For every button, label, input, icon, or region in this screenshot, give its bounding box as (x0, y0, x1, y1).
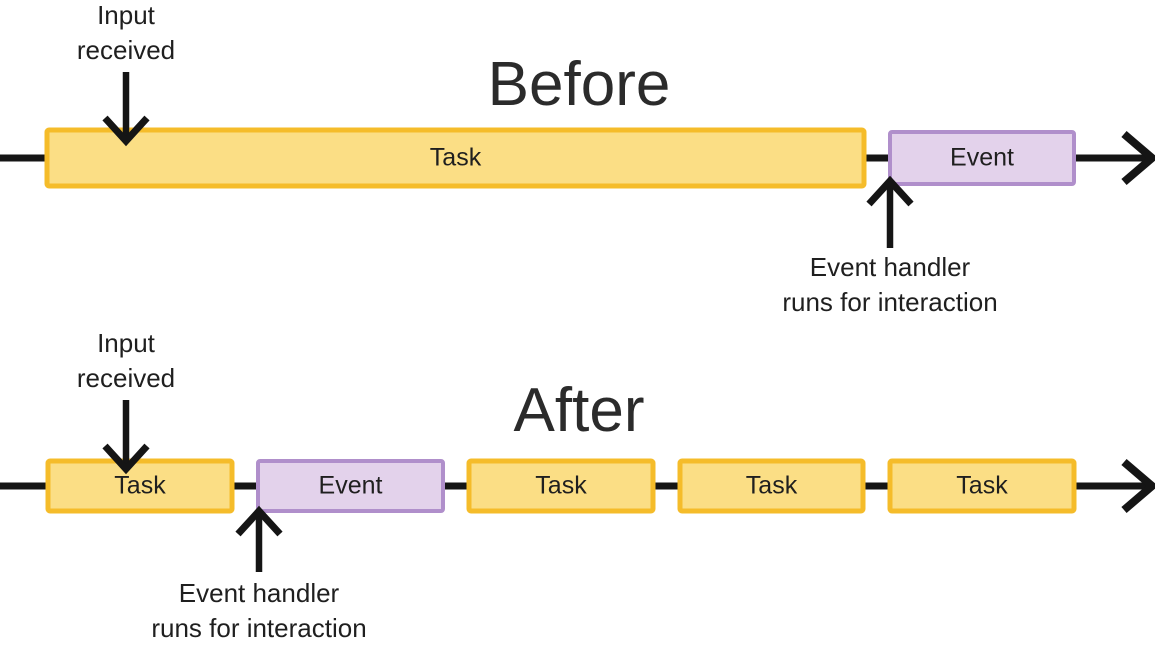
after-section: After Task Event Task Task (0, 328, 1155, 643)
before-input-received-annotation: Input received (77, 0, 175, 147)
before-task-block[interactable]: Task (44, 127, 867, 189)
after-task-block-1[interactable]: Task (45, 458, 235, 514)
after-event-rect[interactable] (256, 459, 445, 513)
after-handler-line1: Event handler (179, 578, 340, 608)
after-task-rect-1[interactable] (45, 458, 235, 514)
before-event-label: Event (950, 144, 1014, 172)
before-title: Before (488, 50, 671, 119)
before-handler-line2: runs for interaction (782, 287, 997, 317)
before-event-block[interactable]: Event (888, 130, 1076, 186)
before-event-handler-annotation: Event handler runs for interaction (782, 175, 998, 317)
after-input-received-line1: Input (97, 328, 156, 358)
after-task-rect-4[interactable] (887, 458, 1077, 514)
after-task-label-3: Task (746, 472, 798, 500)
after-input-received-line2: received (77, 363, 175, 393)
before-input-received-line1: Input (97, 0, 156, 30)
after-task-rect-3[interactable] (677, 458, 866, 514)
before-handler-arrow-head-icon (866, 175, 914, 207)
before-input-received-line2: received (77, 35, 175, 65)
before-input-arrow-head-icon (102, 115, 150, 147)
after-event-label: Event (319, 472, 383, 500)
after-task-label-2: Task (535, 472, 587, 500)
before-track-arrowhead-icon (1121, 130, 1155, 186)
after-handler-arrow-head-icon (235, 505, 283, 537)
before-event-rect[interactable] (888, 130, 1076, 186)
after-task-label-1: Task (114, 472, 166, 500)
after-task-rect-2[interactable] (466, 458, 656, 514)
after-title: After (514, 376, 645, 445)
before-task-rect[interactable] (44, 127, 867, 189)
after-input-received-annotation: Input received (77, 328, 175, 475)
after-task-block-4[interactable]: Task (887, 458, 1077, 514)
after-event-handler-annotation: Event handler runs for interaction (151, 505, 367, 643)
after-task-block-3[interactable]: Task (677, 458, 866, 514)
before-task-label: Task (430, 144, 482, 172)
before-section: Before Task Event Input received Event h… (0, 0, 1155, 317)
after-handler-line2: runs for interaction (151, 613, 366, 643)
after-input-arrow-head-icon (102, 443, 150, 475)
after-event-block[interactable]: Event (256, 459, 445, 513)
after-track-arrowhead-icon (1121, 458, 1155, 514)
before-handler-line1: Event handler (810, 252, 971, 282)
after-task-label-4: Task (956, 472, 1008, 500)
after-task-block-2[interactable]: Task (466, 458, 656, 514)
